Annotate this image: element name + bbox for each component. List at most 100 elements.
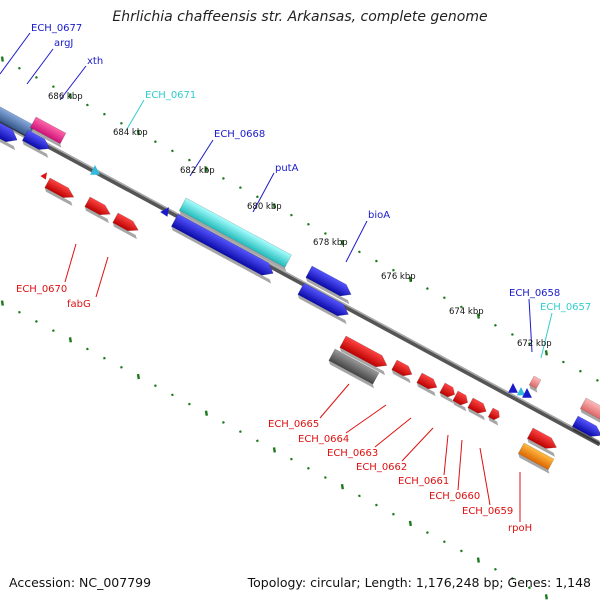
scale-dot xyxy=(272,447,276,453)
gene-ech0662-arrow[interactable] xyxy=(415,372,442,397)
gene-label-ech0668[interactable]: ECH_0668 xyxy=(214,129,265,140)
gene-ech0677-arrow[interactable] xyxy=(0,111,23,151)
callout-bioa xyxy=(345,220,368,263)
gene-label-ech0659[interactable]: ECH_0659 xyxy=(462,506,513,517)
gene-ech0663-arrow[interactable] xyxy=(390,359,417,384)
gene-right-pink-block[interactable] xyxy=(579,397,600,427)
gene-label-ech0664[interactable]: ECH_0664 xyxy=(298,434,349,445)
scale-dot xyxy=(527,342,531,346)
gene-label-ech0665[interactable]: ECH_0665 xyxy=(268,419,319,430)
scale-dot xyxy=(391,268,395,272)
gene-right-blue-arrow[interactable] xyxy=(571,415,600,445)
gene-label-ech0671[interactable]: ECH_0671 xyxy=(145,90,196,101)
gene-label-ech0670[interactable]: ECH_0670 xyxy=(16,284,67,295)
gene-fabg-arrow-2[interactable] xyxy=(111,212,143,240)
gene-label-ech0662[interactable]: ECH_0662 xyxy=(356,462,407,473)
marker-blue-tri-2[interactable] xyxy=(508,383,518,393)
gene-bioa-arrow-1[interactable] xyxy=(304,265,356,305)
gene-label-xth[interactable]: xth xyxy=(87,56,103,67)
scale-dot xyxy=(340,239,344,246)
scale-dot xyxy=(136,373,140,380)
scale-dot xyxy=(306,466,310,470)
gene-ech0664-block[interactable] xyxy=(327,348,381,389)
gene-label-rpoh[interactable]: rpoH xyxy=(508,523,532,534)
gene-ech0660-arrow[interactable] xyxy=(451,390,473,412)
callout-puta xyxy=(252,172,275,213)
gene-ech0668-arrow[interactable] xyxy=(170,213,279,284)
scale-dot xyxy=(85,347,89,351)
scale-tick-672: 672 kbp xyxy=(517,339,552,349)
scale-dot xyxy=(306,222,310,226)
scale-dot xyxy=(425,287,429,290)
scale-dot xyxy=(102,112,106,116)
callout-xth xyxy=(59,65,87,101)
scale-dot xyxy=(340,483,344,490)
scale-dot xyxy=(17,66,21,70)
gene-label-fabg[interactable]: fabG xyxy=(67,299,91,310)
scale-dot xyxy=(374,503,378,507)
gene-label-ech0677[interactable]: ECH_0677 xyxy=(31,23,82,34)
scale-dot xyxy=(442,540,446,544)
scale-dot xyxy=(527,586,531,590)
marker-blue-tri-3[interactable] xyxy=(522,388,532,398)
callout-ech0668 xyxy=(189,139,214,177)
genome-summary-text: Topology: circular; Length: 1,176,248 bp… xyxy=(247,575,591,590)
scale-dot xyxy=(272,203,276,209)
map-title: Ehrlichia chaffeensis str. Arkansas, com… xyxy=(112,9,488,25)
gene-label-ech0663[interactable]: ECH_0663 xyxy=(327,448,378,459)
gene-ech0659-arrow[interactable] xyxy=(466,397,491,421)
callout-ech0659 xyxy=(479,447,491,506)
gene-blue-arrow-1[interactable] xyxy=(21,129,55,158)
scale-dot xyxy=(238,186,242,190)
gene-ech0665-arrow[interactable] xyxy=(338,335,392,376)
gene-label-ech0657[interactable]: ECH_0657 xyxy=(540,302,591,313)
scale-dots xyxy=(0,56,599,600)
gene-rpoh-block[interactable] xyxy=(517,442,557,474)
gene-fabg-arrow-1[interactable] xyxy=(83,196,115,224)
scale-dot xyxy=(255,195,259,199)
accession-text: Accession: NC_007799 xyxy=(9,575,152,590)
scale-dot xyxy=(323,232,327,235)
gene-label-argj[interactable]: argJ xyxy=(54,38,73,49)
scale-tick-686: 686 kbp xyxy=(48,92,83,102)
scale-tick-labels: 686 kbp 684 kbp 682 kbp 680 kbp 678 kbp … xyxy=(48,92,552,349)
gene-xth-block[interactable] xyxy=(29,116,69,148)
gene-puta-block[interactable] xyxy=(178,197,294,272)
scale-dot xyxy=(0,300,4,306)
scale-dot xyxy=(221,177,225,180)
marker-cyan-tri-2[interactable] xyxy=(516,387,526,396)
scale-tick-680: 680 kbp xyxy=(247,202,282,212)
scale-dot xyxy=(391,512,395,516)
gene-rpoh-arrow[interactable] xyxy=(526,427,562,457)
scale-dot xyxy=(204,410,208,416)
gene-red-small-arrow[interactable] xyxy=(487,407,505,426)
marker-red-tri-1[interactable] xyxy=(40,172,47,180)
gene-bioa-arrow-2[interactable] xyxy=(296,282,354,325)
gene-label-ech0658[interactable]: ECH_0658 xyxy=(509,288,560,299)
scale-dot xyxy=(255,439,259,443)
callout-ech0665 xyxy=(319,383,350,419)
gene-label-ech0660[interactable]: ECH_0660 xyxy=(429,491,480,502)
top-scale-line xyxy=(0,56,599,382)
scale-tick-676: 676 kbp xyxy=(381,272,416,282)
marker-blue-tri-1[interactable] xyxy=(160,207,169,217)
scale-dot xyxy=(85,103,89,107)
gene-label-puta[interactable]: putA xyxy=(275,163,299,174)
callout-ech0661 xyxy=(443,434,449,476)
scale-dot xyxy=(289,457,293,461)
scale-dot xyxy=(595,378,599,382)
scale-dot xyxy=(51,85,55,89)
gene-ech0657-block[interactable] xyxy=(528,375,544,393)
gene-label-bioa[interactable]: bioA xyxy=(368,210,390,221)
scale-dot xyxy=(221,421,225,424)
gene-label-ech0661[interactable]: ECH_0661 xyxy=(398,476,449,487)
gene-ech0661-arrow[interactable] xyxy=(438,382,460,404)
gene-ech0670-arrow[interactable] xyxy=(43,177,79,206)
scale-dot xyxy=(408,276,412,283)
marker-cyan-tri-1[interactable] xyxy=(90,165,100,175)
scale-dot xyxy=(357,494,361,498)
scale-dot xyxy=(102,356,106,360)
scale-dot xyxy=(442,296,446,300)
scale-dot xyxy=(476,313,480,319)
